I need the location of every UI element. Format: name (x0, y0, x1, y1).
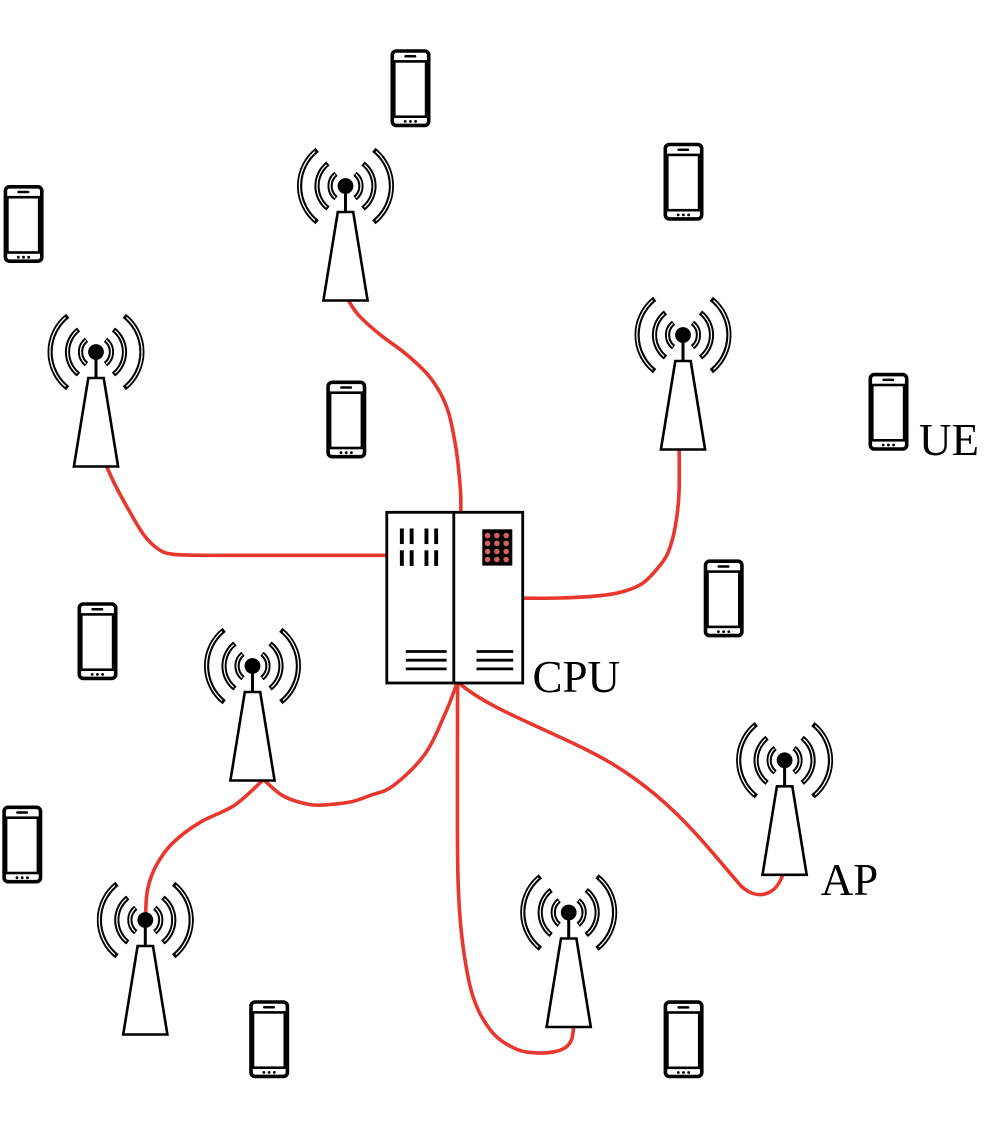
svg-text:AP: AP (821, 855, 879, 905)
svg-text:CPU: CPU (533, 652, 621, 702)
svg-text:UE: UE (919, 415, 979, 465)
